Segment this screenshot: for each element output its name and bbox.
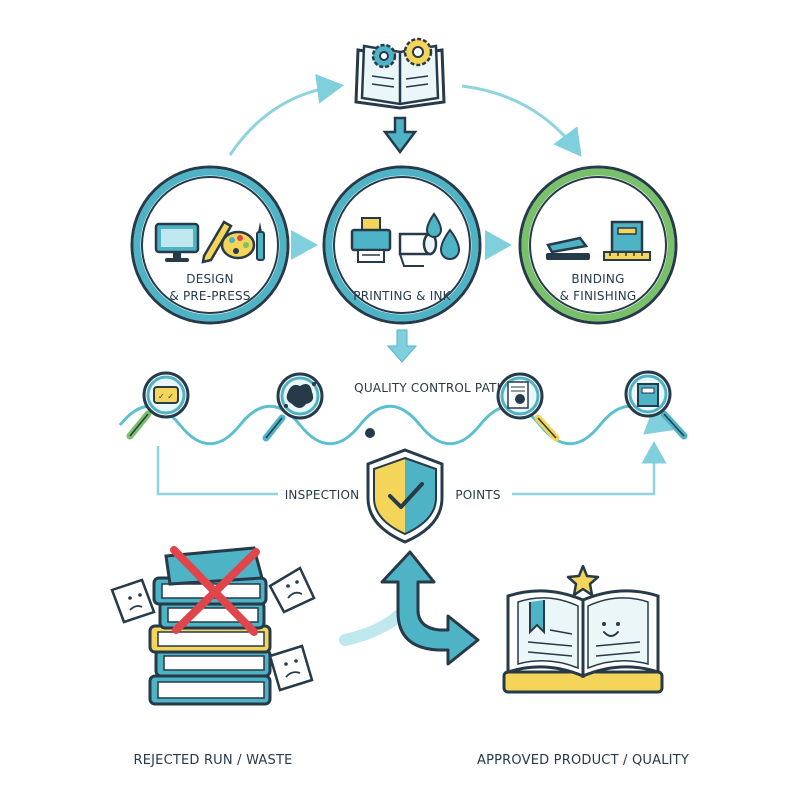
stage-design-label-2: & PRE-PRESS <box>169 289 250 303</box>
rejected-caption: REJECTED RUN / WASTE <box>133 753 292 768</box>
sad-paper-2-icon <box>270 568 314 612</box>
stage-printing-label: PRINTING & INK <box>353 289 451 303</box>
star-icon <box>568 566 598 595</box>
qc-wave-path <box>120 406 668 444</box>
stage-binding: BINDING & FINISHING <box>520 167 676 323</box>
palette-icon <box>222 232 254 258</box>
stage-design-label-1: DESIGN <box>186 272 233 286</box>
svg-text:✓ ✓: ✓ ✓ <box>158 392 174 401</box>
qc-path-label: QUALITY CONTROL PATH <box>354 381 506 395</box>
inspection-label: INSPECTION <box>285 488 360 502</box>
stage-design: DESIGN & PRE-PRESS <box>132 167 288 323</box>
magnifier-1-icon: ✓ ✓ <box>130 373 188 436</box>
flow-arrow-left <box>230 86 338 155</box>
split-arrow-icon <box>345 552 478 664</box>
qc-down-arrow-icon <box>388 330 416 362</box>
approved-caption: APPROVED PRODUCT / QUALITY <box>477 753 689 768</box>
points-label: POINTS <box>455 488 500 502</box>
sad-paper-3-icon <box>270 646 312 690</box>
sad-paper-1-icon <box>112 580 154 622</box>
inspection-line-right <box>512 446 654 494</box>
down-arrow-icon <box>385 118 415 152</box>
flow-arrow-right <box>462 86 578 152</box>
approved-book-icon <box>504 591 662 692</box>
stage-binding-label-1: BINDING <box>571 272 624 286</box>
magnifier-3-icon <box>498 374 556 438</box>
qc-path-dot <box>365 428 375 438</box>
book-stack-icon <box>604 222 650 260</box>
gear-book-icon <box>356 39 444 108</box>
shield-check-icon <box>368 450 442 542</box>
stage-binding-label-2: & FINISHING <box>560 289 637 303</box>
magnifier-4-icon <box>626 372 684 436</box>
inspection-line-left <box>158 446 278 494</box>
stage-printing: PRINTING & INK <box>324 167 480 323</box>
